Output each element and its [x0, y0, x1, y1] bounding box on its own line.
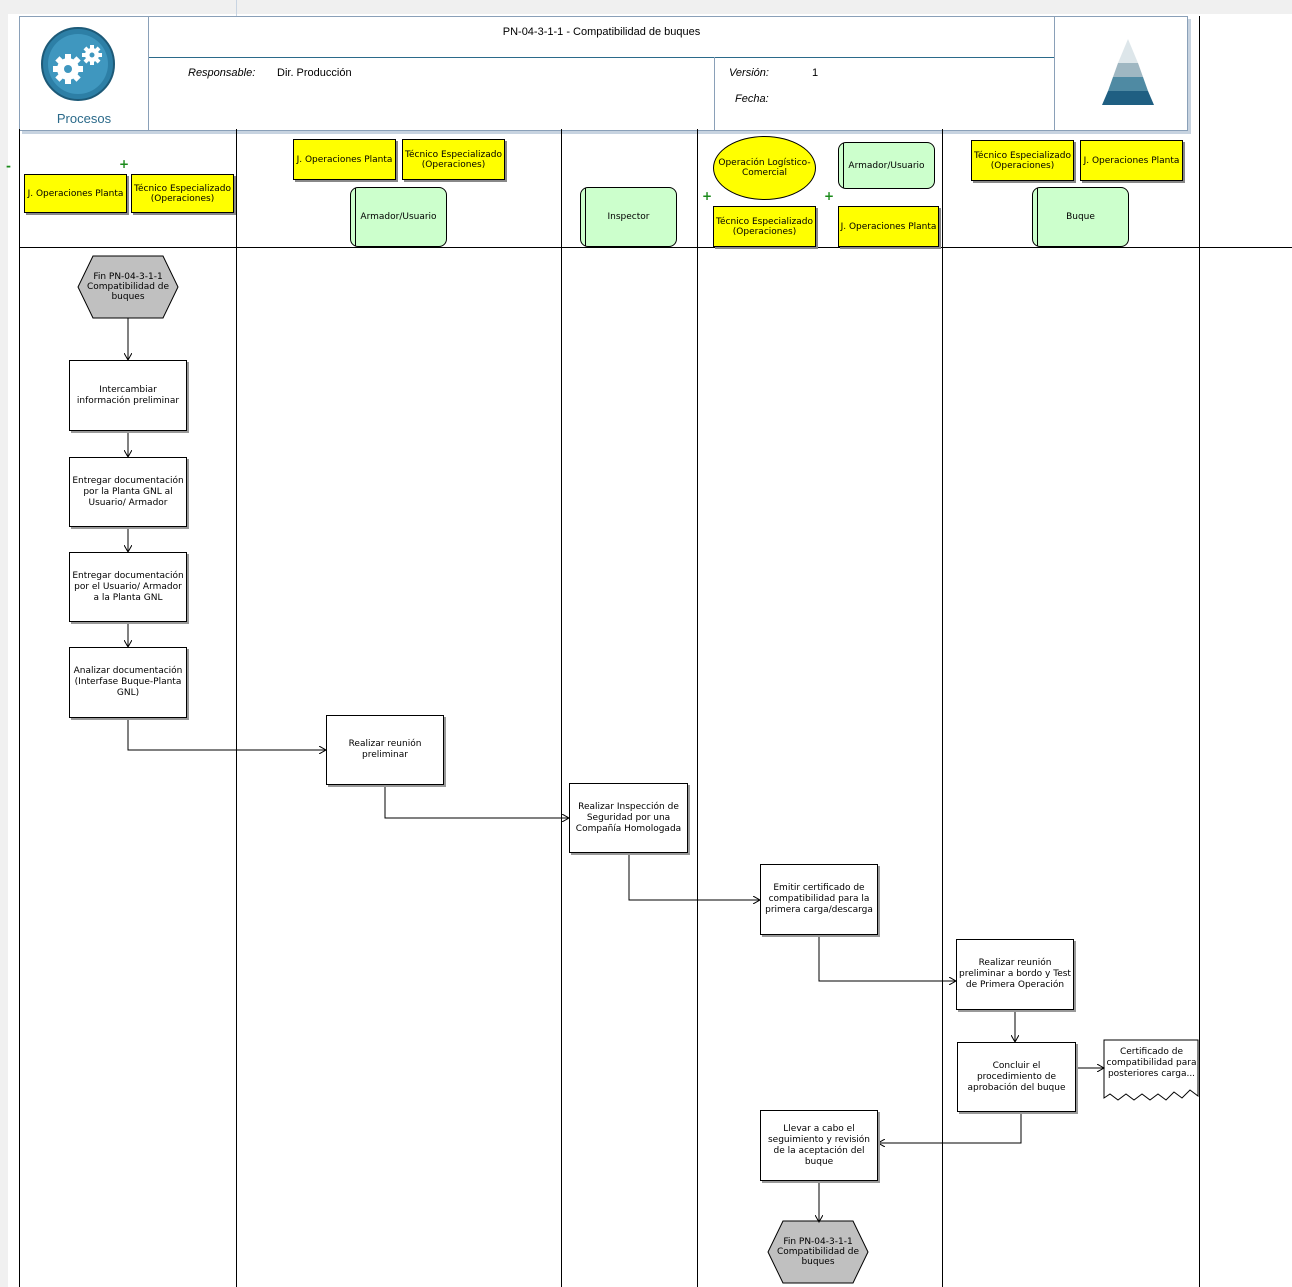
start-event-label: Fin PN-04-3-1-1 Compatibilidad de buques [86, 272, 170, 302]
activity-reunion-a-bordo[interactable]: Realizar reunión preliminar a bordo y Te… [956, 939, 1074, 1010]
activity-analizar-documentacion[interactable]: Analizar documentación (Interfase Buque-… [69, 647, 187, 718]
role-operacion-logistico-comercial[interactable]: Operación Logístico-Comercial [713, 136, 816, 200]
lane-separator [697, 129, 698, 1287]
role-jefe-operaciones[interactable]: J. Operaciones Planta [1080, 140, 1183, 181]
lane-border-right [1199, 16, 1200, 1287]
top-toolbar-strip [0, 0, 1292, 14]
responsable-value: Dir. Producción [277, 67, 352, 79]
org-buque[interactable]: Buque [1032, 187, 1129, 247]
activity-inspeccion-seguridad[interactable]: Realizar Inspección de Seguridad por una… [569, 783, 688, 853]
role-jefe-operaciones[interactable]: J. Operaciones Planta [293, 139, 396, 180]
gears-logo-icon [41, 27, 115, 101]
document-certificado-label: Certificado de compatibilidad para poste… [1106, 1047, 1197, 1079]
plus-icon[interactable]: - [6, 159, 11, 173]
left-gutter [0, 0, 8, 1287]
pyramid-logo-icon [1102, 39, 1154, 105]
activity-entregar-documentacion-planta[interactable]: Entregar documentación por la Planta GNL… [69, 457, 187, 527]
plus-icon[interactable]: + [702, 189, 713, 203]
document-shape[interactable] [1103, 1039, 1199, 1101]
role-jefe-operaciones[interactable]: J. Operaciones Planta [24, 174, 127, 213]
org-armador-usuario[interactable]: Armador/Usuario [838, 142, 935, 189]
header-separator [714, 57, 715, 130]
role-tecnico-especializado[interactable]: Técnico Especializado (Operaciones) [971, 140, 1074, 181]
org-armador-usuario[interactable]: Armador/Usuario [350, 187, 447, 247]
activity-realizar-reunion-preliminar[interactable]: Realizar reunión preliminar [326, 715, 444, 785]
plus-icon[interactable]: + [119, 157, 130, 171]
role-tecnico-especializado[interactable]: Técnico Especializado (Operaciones) [131, 174, 234, 213]
lane-separator [942, 129, 943, 1287]
header-separator-right [1054, 17, 1055, 130]
role-tecnico-especializado[interactable]: Técnico Especializado (Operaciones) [713, 206, 816, 247]
org-inspector[interactable]: Inspector [580, 187, 677, 247]
lane-header-divider [19, 247, 1292, 248]
end-event-shape[interactable] [767, 1220, 869, 1284]
role-tecnico-especializado[interactable]: Técnico Especializado (Operaciones) [402, 139, 505, 180]
responsable-label: Responsable: [188, 67, 256, 79]
activity-emitir-certificado[interactable]: Emitir certificado de compatibilidad par… [760, 864, 878, 935]
connector [127, 718, 326, 750]
activity-entregar-documentacion-usuario[interactable]: Entregar documentación por el Usuario/ A… [69, 552, 187, 622]
process-logo: Procesos [20, 17, 149, 130]
process-header: Procesos PN-04-3-1-1 - Compatibilidad de… [19, 16, 1188, 131]
connector [628, 853, 760, 900]
connector [878, 1112, 1022, 1143]
activity-intercambiar-informacion[interactable]: Intercambiar información preliminar [69, 360, 187, 431]
start-event-shape[interactable] [77, 255, 179, 319]
fecha-label: Fecha: [735, 93, 769, 105]
header-divider [149, 57, 1054, 58]
version-value: 1 [812, 67, 819, 79]
lane-separator [236, 129, 237, 1287]
activity-concluir-procedimiento[interactable]: Concluir el procedimiento de aprobación … [957, 1042, 1076, 1112]
lane-border-left [19, 129, 20, 1287]
connector [384, 785, 569, 818]
logo-label: Procesos [56, 111, 112, 126]
role-jefe-operaciones[interactable]: J. Operaciones Planta [838, 206, 939, 247]
lane-separator [561, 129, 562, 1287]
end-event-label: Fin PN-04-3-1-1 Compatibilidad de buques [776, 1237, 860, 1267]
process-title: PN-04-3-1-1 - Compatibilidad de buques [502, 26, 701, 38]
lane-tick [236, 0, 237, 16]
version-label: Versión: [729, 67, 769, 79]
plus-icon[interactable]: + [824, 189, 835, 203]
activity-seguimiento-revision[interactable]: Llevar a cabo el seguimiento y revisión … [760, 1110, 878, 1181]
connector [818, 935, 956, 981]
